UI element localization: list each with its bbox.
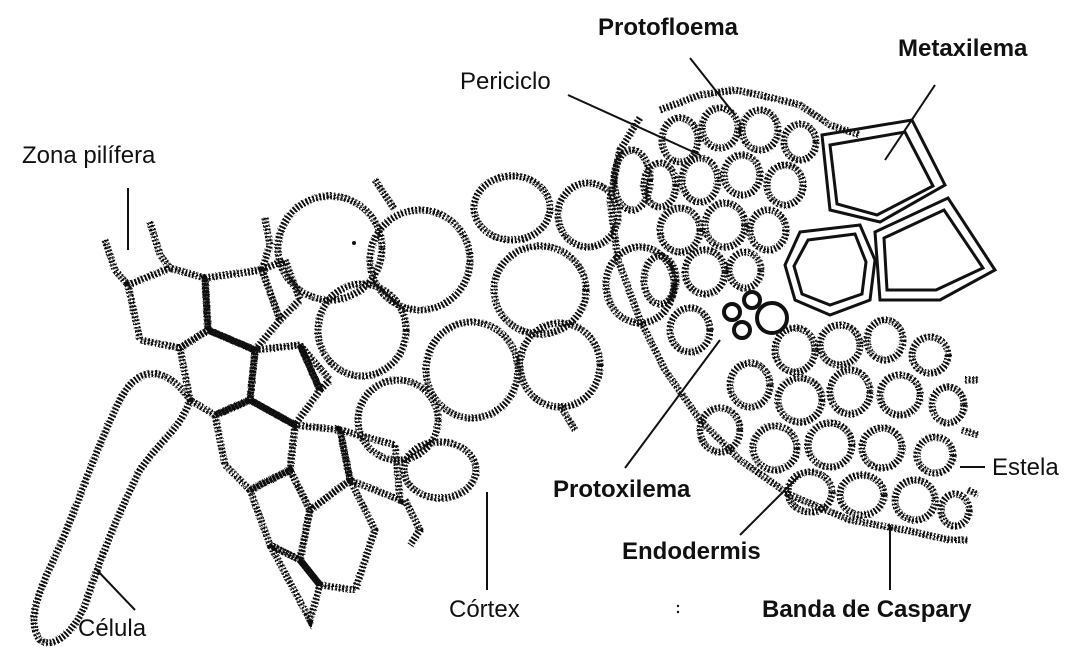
stele-cell: [775, 328, 815, 372]
hair-stub: [262, 218, 270, 270]
stele-cell: [788, 472, 832, 512]
cortex-cells: [34, 150, 674, 643]
pericycle-cell: [660, 208, 700, 252]
epidermal-cell: [205, 270, 280, 350]
stele-cell: [867, 320, 903, 360]
cortex-cell: [494, 246, 586, 334]
label-periciclo: Periciclo: [460, 70, 551, 94]
epidermal-cell: [300, 345, 330, 390]
stele-cell: [808, 423, 852, 467]
pericycle-cell: [685, 250, 725, 294]
protoxylem-vessels: [724, 292, 787, 338]
cortex-cell: [614, 150, 650, 210]
pericycle-cell: [724, 155, 760, 195]
label-protoxilema: Protoxilema: [553, 478, 690, 502]
cortex-cell: [520, 323, 600, 407]
stele-cell: [730, 363, 770, 407]
pericycle-cell: [729, 252, 761, 288]
stele-cell: [917, 437, 953, 473]
hair-stub: [150, 222, 170, 268]
stele-cell: [880, 375, 920, 415]
stele-cell: [840, 475, 884, 515]
label-cortex: Córtex: [449, 598, 520, 622]
pericycle-cell: [742, 110, 778, 150]
label-banda-caspary: Banda de Caspary: [762, 598, 971, 622]
leader-celula: [95, 568, 135, 610]
epidermal-cell: [215, 400, 295, 490]
stele-cell: [820, 325, 860, 365]
stele-cell: [753, 426, 797, 470]
label-protofloema: Protofloema: [598, 16, 738, 40]
pericycle-cell: [767, 165, 803, 205]
hair-stub: [962, 430, 978, 435]
hair-stub: [105, 240, 128, 285]
cortex-cell: [474, 176, 550, 240]
cortex-cell: [318, 284, 406, 376]
stele-cell: [912, 337, 948, 373]
stele-cell: [778, 378, 822, 422]
pericycle-outline: [660, 90, 860, 135]
stele-cell: [932, 387, 964, 423]
pericycle-cell: [670, 308, 710, 352]
hair-stub: [968, 490, 978, 495]
label-celula: Célula: [78, 617, 146, 641]
cortex-cell: [358, 380, 438, 460]
pericycle-cell: [682, 158, 718, 202]
stele-cell: [895, 480, 935, 520]
leader-protofloema: [690, 58, 735, 115]
root-hair-cell: [34, 374, 190, 643]
cortex-cell: [558, 183, 618, 247]
label-metaxilema: Metaxilema: [898, 37, 1027, 61]
label-zona-pilifera: Zona pilífera: [22, 144, 155, 168]
hair-stub: [405, 500, 420, 545]
pericycle-cell: [784, 124, 816, 160]
pericycle-cell: [705, 203, 745, 247]
leader-periciclo: [568, 95, 700, 155]
pericycle-cell: [702, 108, 738, 148]
stele-cell: [941, 494, 969, 526]
epidermal-cell: [270, 545, 320, 620]
epidermal-cell: [340, 430, 400, 500]
hair-stub: [375, 180, 395, 210]
label-endodermis: Endodermis: [622, 540, 761, 564]
leader-protoxilema: [625, 340, 720, 468]
label-estela: Estela: [992, 456, 1059, 480]
metaxylem-vessels: [785, 120, 995, 315]
pericycle-cell: [750, 210, 786, 250]
cortex-cell: [426, 322, 518, 418]
stele-cell: [830, 370, 870, 414]
stele-cell: [862, 428, 902, 468]
stele-cell: [700, 408, 740, 452]
cortex-cell: [404, 442, 476, 498]
